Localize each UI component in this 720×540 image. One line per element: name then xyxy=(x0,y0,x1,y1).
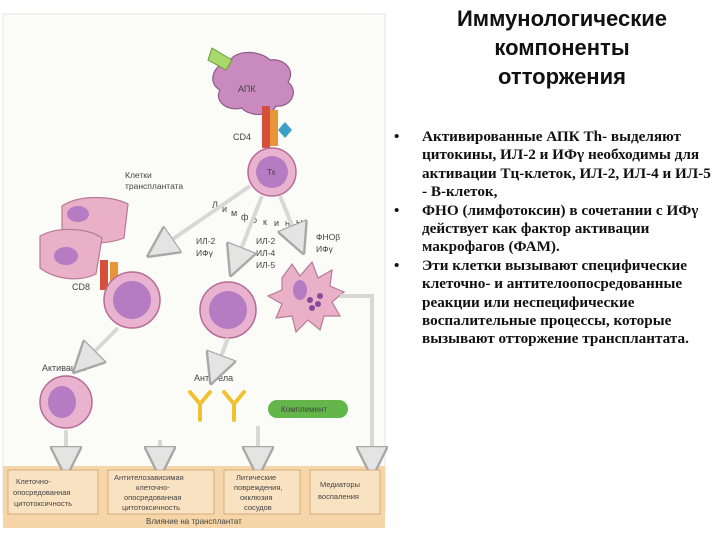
tcr-red-icon-2 xyxy=(100,260,108,290)
arrow-tc-to-effector xyxy=(84,326,120,362)
bullet-list: • Активированные АПК Th- выделяют цитокин… xyxy=(394,128,716,349)
effect-box-1: Клеточно- опосредованная цитотоксичность xyxy=(7,469,99,515)
complement-label: Комплемент xyxy=(281,405,327,414)
svg-text:опосредованная: опосредованная xyxy=(13,488,70,497)
antibodies-label: Антитела xyxy=(194,373,233,383)
bullet-icon: • xyxy=(394,201,400,219)
bullet-text: Активированные АПК Th- выделяют цитокины… xyxy=(422,128,711,201)
cd4-diamond-icon xyxy=(278,122,292,138)
title-line-2: компоненты xyxy=(494,35,630,60)
svg-text:клеточно-: клеточно- xyxy=(136,483,170,492)
arrow-th-to-macro xyxy=(280,195,298,240)
svg-text:воспаления: воспаления xyxy=(318,492,359,501)
svg-text:цитотоксичность: цитотоксичность xyxy=(122,503,180,512)
svg-text:к: к xyxy=(263,217,267,227)
macrophage-cell xyxy=(266,260,346,334)
antigen-ligand-icon xyxy=(207,47,233,71)
effect-box-3: Литические повреждения, окклюзия сосудов xyxy=(223,469,301,515)
tcr-orange-icon xyxy=(270,110,278,146)
arrow-b-to-antibodies xyxy=(216,337,228,370)
svg-text:ф: ф xyxy=(241,212,249,222)
svg-text:м: м xyxy=(231,208,237,218)
apc-label: АПК xyxy=(238,84,256,94)
il4-label: ИЛ-4 xyxy=(256,248,276,258)
effector-tc-cell xyxy=(39,375,93,429)
title-line-1: Иммунологические xyxy=(456,6,668,31)
svg-text:Медиаторы: Медиаторы xyxy=(320,480,360,489)
il2-label-a: ИЛ-2 xyxy=(196,236,216,246)
bullet-item: • ФНО (лимфотоксин) в сочетании с ИФγ дей… xyxy=(394,202,716,257)
apc-cell: АПК xyxy=(207,47,294,116)
page-title: Иммунологические компоненты отторжения xyxy=(410,4,714,91)
svg-text:Литические: Литические xyxy=(236,473,276,482)
title-line-3: отторжения xyxy=(498,64,626,89)
th-label: Тх xyxy=(267,168,276,177)
cd4-label: CD4 xyxy=(233,132,251,142)
bullet-text: Эти клетки вызывают специфические клеточ… xyxy=(422,256,689,348)
ifn-label-c: ИФγ xyxy=(316,244,334,254)
il5-label: ИЛ-5 xyxy=(256,260,276,270)
effect-box-2: Антителозависимая клеточно- опосредованн… xyxy=(107,469,215,515)
bullet-item: • Активированные АПК Th- выделяют цитокин… xyxy=(394,128,716,202)
footer-label: Влияние на трансплантат xyxy=(146,517,242,526)
bullet-icon: • xyxy=(394,128,400,145)
rejection-diagram: АПК CD4 Тх Клетки трансплантата Л и м ф … xyxy=(2,13,400,528)
graft-cells-label-1: Клетки xyxy=(125,170,152,180)
svg-text:Л: Л xyxy=(212,200,218,210)
bullet-item: • Эти клетки вызывают специфические клето… xyxy=(394,257,716,349)
svg-text:опосредованная: опосредованная xyxy=(124,493,181,502)
svg-text:ы: ы xyxy=(296,217,302,227)
complement-box xyxy=(268,400,348,418)
ifn-label-a: ИФγ xyxy=(196,248,214,258)
tc-cell xyxy=(103,271,161,329)
tcr-orange-icon-2 xyxy=(110,262,118,288)
activation-label: Активация xyxy=(42,363,86,373)
svg-text:Антителозависимая: Антителозависимая xyxy=(114,473,184,482)
antibody-icons xyxy=(188,390,246,422)
arrow-macro-to-mediators xyxy=(340,294,372,462)
graft-cells-label-2: трансплантата xyxy=(125,181,183,191)
svg-text:повреждения,: повреждения, xyxy=(234,483,283,492)
arrow-th-to-b xyxy=(236,195,264,262)
cd8-label: CD8 xyxy=(72,282,90,292)
effect-box-4: Медиаторы воспаления xyxy=(309,469,381,515)
arrow-th-to-cd8 xyxy=(160,184,252,248)
svg-text:и: и xyxy=(274,218,279,228)
fnob-label: ФНОβ xyxy=(316,232,340,242)
tcr-red-icon xyxy=(262,106,270,148)
th-cell: Тх xyxy=(247,147,297,197)
bullet-icon: • xyxy=(394,256,400,274)
svg-text:и: и xyxy=(222,204,227,214)
svg-text:цитотоксичность: цитотоксичность xyxy=(14,499,72,508)
svg-text:Клеточно-: Клеточно- xyxy=(16,477,51,486)
bullet-text: ФНО (лимфотоксин) в сочетании с ИФγ дейс… xyxy=(422,201,699,256)
graft-tissue xyxy=(39,196,129,280)
b-cell xyxy=(199,281,257,339)
svg-text:окклюзия: окклюзия xyxy=(240,493,273,502)
il2-label-b: ИЛ-2 xyxy=(256,236,276,246)
svg-text:сосудов: сосудов xyxy=(244,503,272,512)
